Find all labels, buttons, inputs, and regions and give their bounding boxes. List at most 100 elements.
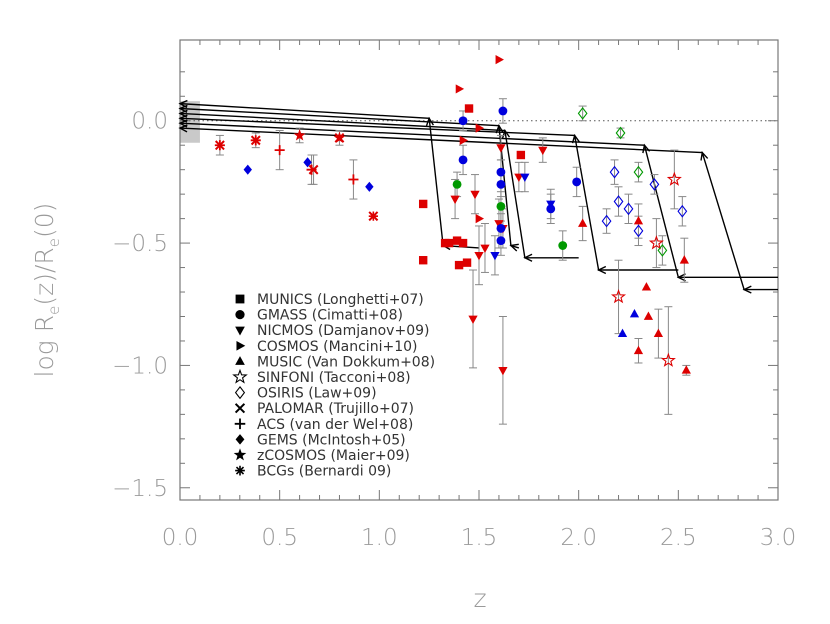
- data-point-tri-up: [633, 216, 644, 225]
- legend-marker-tri-up: [235, 356, 245, 365]
- data-point-plus: [250, 135, 261, 146]
- track-arrowhead: [523, 253, 533, 262]
- x-tick-label: 3.0: [760, 525, 797, 551]
- data-point-tri-down: [494, 220, 504, 229]
- data-point-circle: [496, 167, 506, 177]
- legend-label: zCOSMOS (Maier+09): [257, 448, 410, 464]
- data-point-circle: [458, 116, 468, 126]
- data-point-plus: [348, 174, 359, 185]
- data-point-circle: [496, 236, 506, 246]
- x-tick-label: 0.5: [261, 525, 298, 551]
- data-point-tri-right: [495, 54, 504, 65]
- data-point-square: [464, 104, 474, 113]
- data-point-tri-down: [474, 251, 484, 261]
- data-point-square: [418, 256, 428, 265]
- data-point-diamond: [303, 157, 312, 168]
- legend-marker-diamond: [235, 434, 245, 445]
- data-point-diamond-open: [601, 214, 612, 228]
- legend-marker-circle: [235, 309, 245, 320]
- x-tick-label: 0.0: [162, 525, 199, 551]
- data-point-diamond-open: [677, 204, 688, 218]
- evolution-track: [179, 127, 778, 291]
- data-point-circle: [452, 179, 462, 189]
- data-point-square: [462, 258, 472, 267]
- track-arrowhead: [596, 265, 607, 275]
- data-point-square: [458, 238, 468, 248]
- y-axis-title-end: (0): [30, 203, 59, 238]
- data-point-star-open: [666, 171, 682, 186]
- data-point-tri-down: [468, 315, 478, 324]
- legend-label: BCGs (Bernardi 09): [257, 464, 391, 480]
- data-point-circle: [458, 155, 468, 165]
- data-point-plus: [306, 164, 317, 175]
- data-point-tri-up: [679, 255, 689, 264]
- legend-marker-tri-right: [236, 340, 246, 351]
- x-tick-label: 1.0: [361, 525, 398, 551]
- data-point-tri-up: [653, 328, 664, 337]
- track-arrowhead: [742, 285, 752, 294]
- evolution-track: [179, 117, 679, 271]
- data-point-square: [516, 150, 526, 160]
- data-point-square: [454, 260, 464, 270]
- data-points: [214, 54, 691, 376]
- x-tick-label: 1.5: [461, 525, 498, 551]
- data-point-asterisk: [368, 211, 378, 221]
- y-axis-title-main: log R: [30, 315, 59, 378]
- track-arrowhead: [178, 124, 188, 133]
- data-point-tri-up: [633, 345, 644, 355]
- y-tick-label: −1.5: [112, 476, 168, 502]
- x-tick-label: 2.5: [660, 525, 697, 551]
- data-point-tri-down: [520, 173, 530, 183]
- data-point-plus: [274, 145, 285, 156]
- legend-label: ACS (van der Wel+08): [257, 417, 413, 433]
- y-axis-title: log Re(z)/Re(0): [30, 203, 63, 378]
- data-point-cross: [334, 132, 345, 143]
- y-axis-title-mid: (z)/R: [30, 247, 59, 305]
- data-point-star-open: [648, 235, 664, 250]
- data-point-star-open: [660, 352, 676, 367]
- legend-marker-diamond-open: [234, 385, 246, 400]
- data-point-tri-up: [641, 282, 652, 291]
- y-tick-label: −1.0: [112, 353, 168, 379]
- data-point-circle: [572, 177, 582, 187]
- legend-label: OSIRIS (Law+09): [257, 386, 377, 402]
- data-point-tri-down: [514, 173, 524, 183]
- legend-label: MUNICS (Longhetti+07): [257, 292, 424, 308]
- data-point-tri-down: [490, 251, 500, 261]
- data-point-tri-down: [450, 195, 460, 205]
- track-arrowhead: [676, 273, 686, 282]
- data-point-tri-right: [475, 213, 485, 224]
- legend: MUNICS (Longhetti+07)GMASS (Cimatti+08)N…: [232, 292, 435, 480]
- data-point-tri-down: [470, 190, 480, 200]
- x-tick-label: 2.0: [560, 525, 597, 551]
- data-point-tri-up: [617, 328, 628, 337]
- track-arrowhead: [700, 151, 709, 161]
- legend-marker-tri-down: [235, 326, 245, 336]
- data-point-star-open: [611, 289, 627, 304]
- legend-label: COSMOS (Mancini+10): [257, 339, 417, 355]
- data-point-plus: [214, 140, 225, 151]
- y-tick-label: −0.5: [112, 231, 168, 257]
- legend-label: MUSIC (Van Dokkum+08): [257, 354, 435, 370]
- data-point-diamond-open: [657, 244, 668, 257]
- data-point-diamond-open: [613, 195, 624, 208]
- legend-marker-star-open: [232, 368, 248, 384]
- data-point-circle: [496, 179, 506, 189]
- data-point-square: [444, 238, 454, 248]
- data-point-circle: [496, 223, 506, 233]
- data-point-star: [293, 129, 306, 141]
- legend-label: SINFONI (Tacconi+08): [257, 370, 411, 386]
- x-axis-title: z: [473, 584, 486, 613]
- data-point-diamond-open: [609, 165, 620, 179]
- data-point-tri-down: [480, 244, 490, 254]
- legend-marker-asterisk: [235, 465, 245, 476]
- data-point-square: [452, 236, 462, 245]
- legend-label: NICMOS (Damjanov+09): [257, 323, 429, 339]
- data-point-tri-down: [498, 366, 508, 376]
- track-arrowhead: [509, 243, 519, 252]
- evolution-track: [179, 122, 778, 279]
- track-arrowhead: [425, 116, 435, 127]
- data-point-diamond: [243, 164, 252, 175]
